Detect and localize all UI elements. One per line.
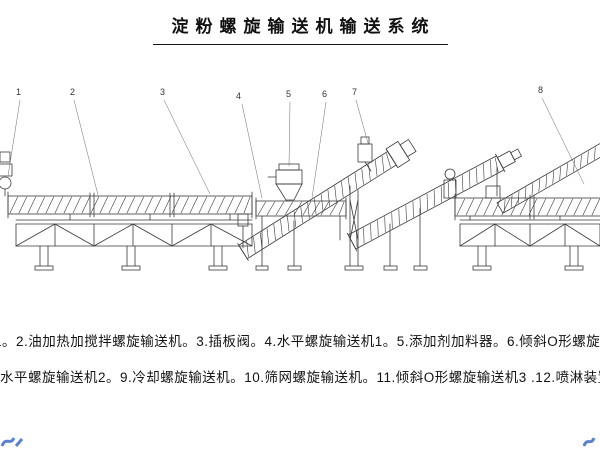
legend-caption-line-2: 水平螺旋输送机2。9.冷却螺旋输送机。10.筛网螺旋输送机。11.倾斜O形螺旋输… [0,370,600,385]
watermark-glyph [582,437,596,447]
screw-hatch [356,157,499,248]
mid-screw-conveyor [255,197,347,271]
right-truss [459,219,600,271]
callout-number-1: 1 [16,87,22,97]
incline-1-supports [287,185,364,271]
drawing-title: 淀粉螺旋输送机输送系统 [152,12,448,45]
screw-hatch [456,198,600,216]
screw-hatch [9,196,251,214]
callout-number-5: 5 [286,89,292,99]
callout-number-3: 3 [160,87,166,97]
watermark-fragment-right [582,434,600,453]
watermark-glyph [0,437,24,447]
left-screw-conveyor [0,151,253,249]
legend-caption-line-1: 1。2.油加热加搅拌螺旋输送机。3.插板阀。4.水平螺旋输送机1。5.添加剂加料… [0,334,600,349]
screw-hatch [257,201,345,216]
inclined-screw-conveyor-1 [237,138,417,261]
inclined-screw-conveyor-2 [346,148,523,252]
left-truss [15,219,253,271]
screw-hatch [246,153,391,258]
right-screw-conveyor [443,168,600,221]
feed-hopper [267,163,303,202]
callout-number-2: 2 [70,87,76,97]
callout-number-4: 4 [236,91,242,101]
callout-leader-lines [7,97,585,199]
callout-number-6: 6 [322,89,328,99]
inclined-screw-conveyor-3 [496,139,600,214]
callout-number-8: 8 [538,85,544,95]
title-block: 淀粉螺旋输送机输送系统 [0,12,600,45]
screw-hatch [503,141,600,212]
incline-1-drive-motor [357,136,373,172]
callout-number-7: 7 [352,87,358,97]
incline-2-supports [383,166,498,271]
watermark-fragment-left [0,434,24,453]
